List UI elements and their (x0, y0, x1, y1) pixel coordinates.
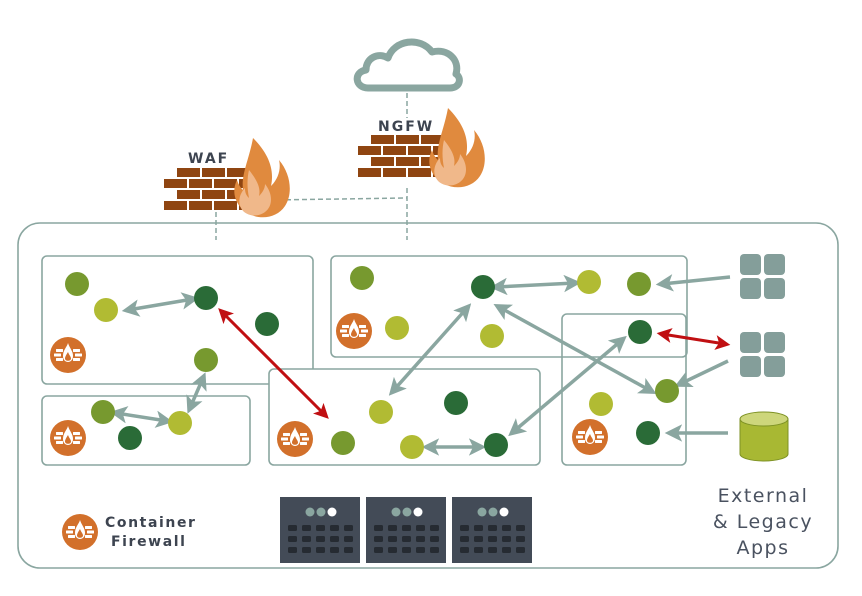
container-firewall-icon (50, 420, 86, 456)
alert-arrow (218, 308, 329, 419)
container-node (168, 411, 192, 435)
ngfw-label: NGFW (378, 119, 434, 135)
container-node (471, 275, 495, 299)
container-node (91, 400, 115, 424)
flow-arrow (674, 359, 729, 388)
container-node (480, 324, 504, 348)
environment-boundary (17, 222, 839, 569)
container-firewall-icon (336, 313, 372, 349)
container-nodes (65, 266, 679, 459)
container-firewall-icon (572, 419, 608, 455)
external-apps-label-line1: External (718, 485, 809, 507)
traffic-flows (109, 274, 731, 456)
container-node (385, 316, 409, 340)
container-node (577, 270, 601, 294)
waf-label: WAF (188, 151, 229, 167)
server-icon (452, 497, 532, 563)
cloud-icon (353, 38, 463, 92)
container-node (118, 426, 142, 450)
container-node (331, 431, 355, 455)
alert-arrow (656, 328, 731, 350)
flow-arrow (121, 292, 200, 317)
container-node (484, 433, 508, 457)
ngfw-firewall: NGFW (358, 108, 485, 188)
legend-label-line2: Firewall (111, 534, 187, 550)
application-grid-icon (740, 254, 785, 299)
flow-arrow (186, 372, 207, 414)
blocked-flows (218, 308, 731, 419)
waf-to-ngfw-link (269, 197, 408, 201)
container-node (94, 298, 118, 322)
network-connectors (215, 93, 408, 240)
container-node (255, 312, 279, 336)
host-servers (280, 497, 532, 563)
flow-arrow (388, 303, 472, 396)
container-node (627, 272, 651, 296)
container-firewall-icon (277, 421, 313, 457)
flame-icon (234, 138, 290, 218)
container-firewall-icon (50, 337, 86, 373)
server-icon (280, 497, 360, 563)
container-node (369, 400, 393, 424)
container-node (589, 392, 613, 416)
server-icon (366, 497, 446, 563)
container-node (444, 391, 468, 415)
container-firewall-legend-icon (62, 514, 98, 550)
container-node (628, 320, 652, 344)
external-apps-label-line3: Apps (736, 537, 789, 559)
container-node (194, 286, 218, 310)
container-node (400, 435, 424, 459)
container-node (350, 266, 374, 290)
database-icon (739, 411, 789, 462)
flow-arrow (655, 274, 731, 292)
flow-arrow (489, 274, 582, 296)
external-apps: External & Legacy Apps (713, 254, 813, 559)
container-node (655, 379, 679, 403)
waf-firewall: WAF (164, 138, 290, 218)
container-node (636, 421, 660, 445)
legend: Container Firewall (62, 514, 197, 550)
container-node (194, 348, 218, 372)
flow-arrow (508, 335, 627, 437)
application-grid-icon (740, 332, 785, 377)
container-node (65, 272, 89, 296)
cluster-b (41, 395, 251, 466)
external-apps-label-line2: & Legacy (713, 511, 813, 533)
legend-label-line1: Container (105, 515, 197, 531)
flow-arrow (109, 406, 174, 428)
